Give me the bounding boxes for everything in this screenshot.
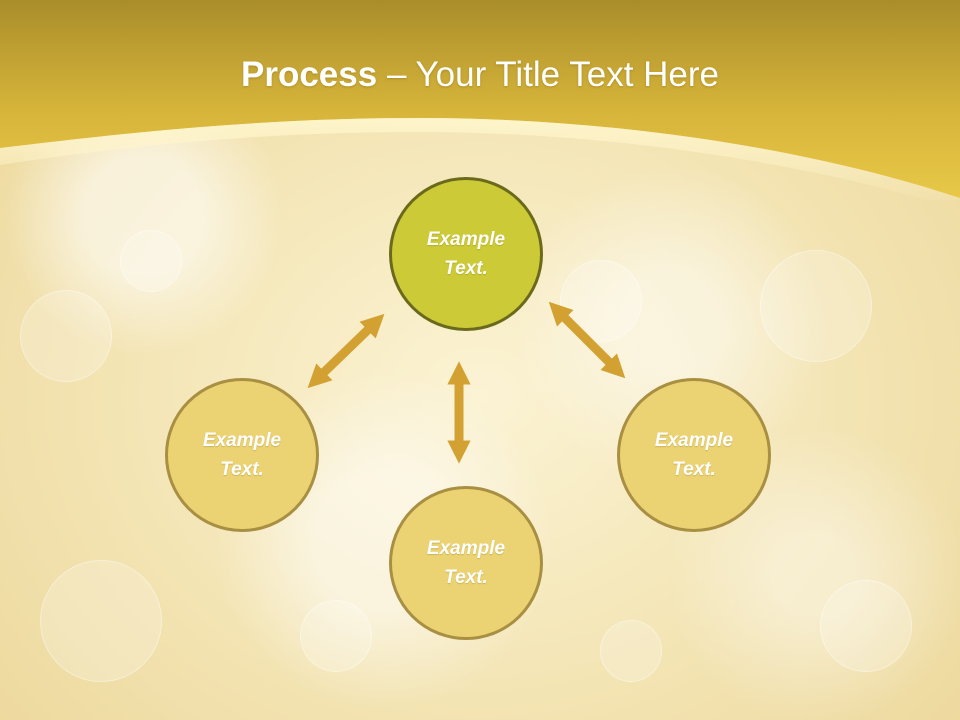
arrow-center-left	[307, 313, 385, 389]
node-left: Example Text.	[165, 378, 319, 532]
node-left-label: Example Text.	[202, 430, 282, 480]
title-strong: Process	[241, 55, 378, 94]
bokeh-decoration	[820, 580, 912, 672]
bokeh-decoration	[120, 230, 182, 292]
node-bottom-label: Example Text.	[426, 538, 506, 588]
node-center: Example Text.	[389, 177, 543, 331]
node-center-label: Example Text.	[426, 229, 506, 279]
bokeh-decoration	[760, 250, 872, 362]
bokeh-decoration	[20, 290, 112, 382]
header-band	[0, 0, 960, 200]
node-right: Example Text.	[617, 378, 771, 532]
node-right-label: Example Text.	[654, 430, 734, 480]
header-shine	[0, 118, 960, 200]
title-rest: – Your Title Text Here	[377, 55, 719, 94]
bokeh-decoration	[600, 620, 662, 682]
header-shape	[0, 0, 960, 198]
bokeh-decoration	[40, 560, 162, 682]
arrow-center-right	[548, 301, 626, 379]
bokeh-decoration	[300, 600, 372, 672]
slide-title: Process – Your Title Text Here	[0, 52, 960, 98]
node-bottom: Example Text.	[389, 486, 543, 640]
